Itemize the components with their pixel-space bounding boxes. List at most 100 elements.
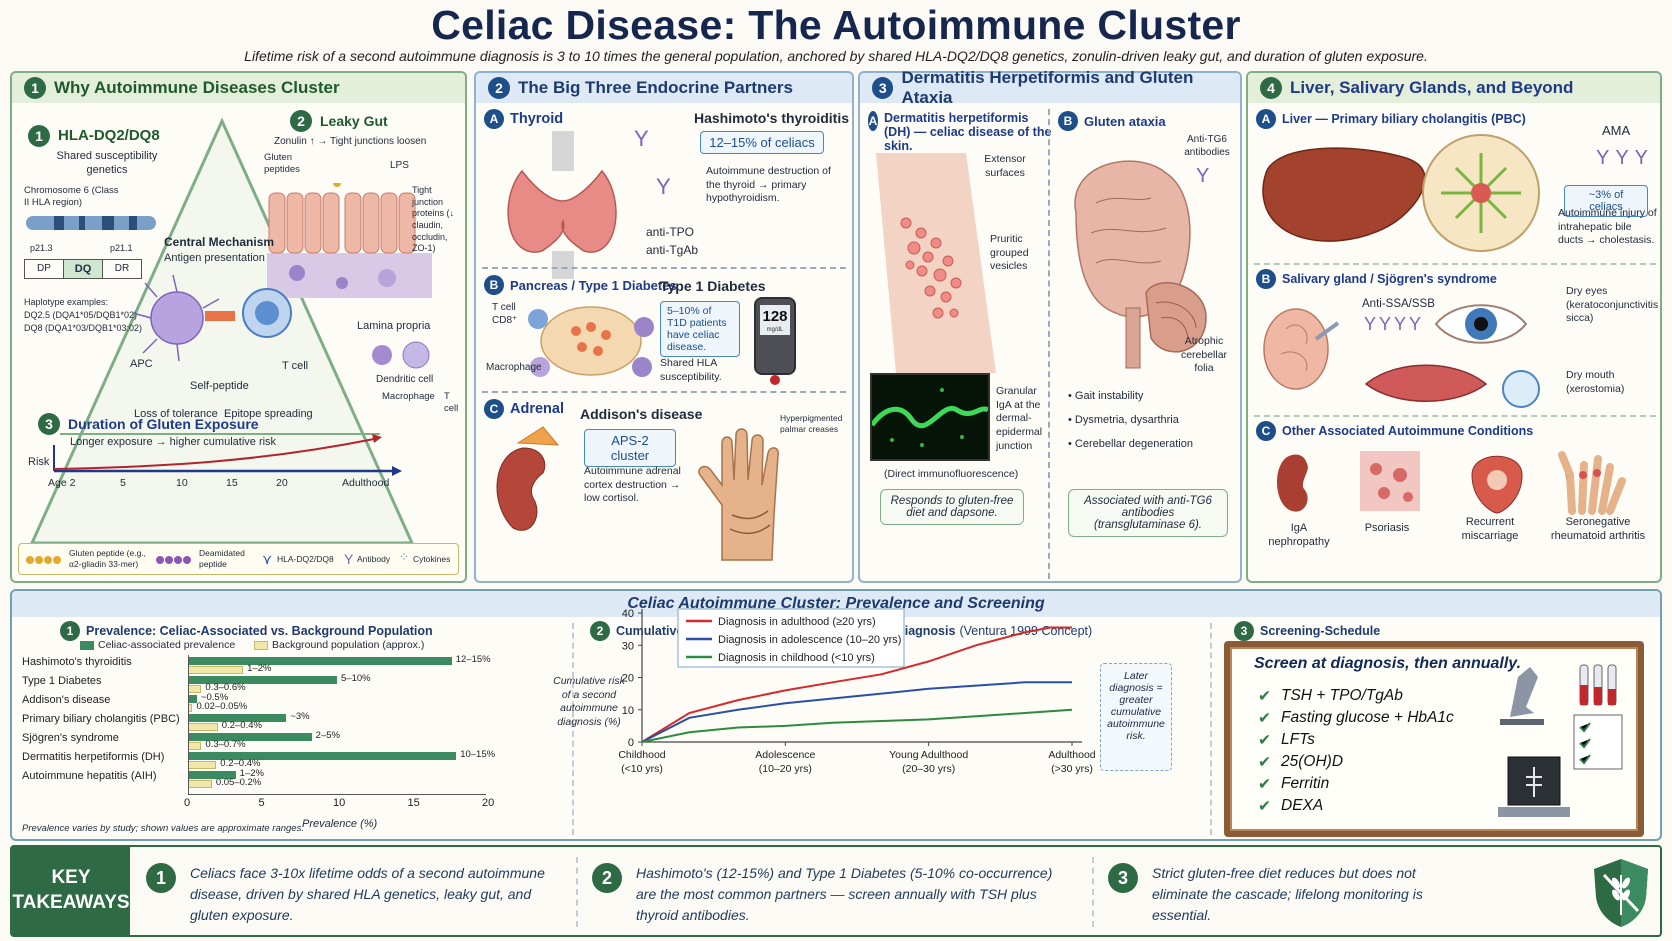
bar-category-label: Autoimmune hepatitis (AIH): [22, 770, 157, 782]
apc-tcell-icon: [132, 274, 292, 362]
antibody-icon: Y: [344, 551, 354, 567]
series-line: [641, 626, 1072, 743]
lab-equipment-icons: [1498, 664, 1623, 817]
check-icon: ✔: [1258, 797, 1271, 815]
bar-value-label: 0.2–0.4%: [221, 720, 262, 731]
takeaway-number: 3: [1108, 863, 1138, 893]
antibody-icon: Y: [656, 174, 671, 199]
screening-item: ✔LFTs: [1258, 731, 1315, 749]
glucose-meter-icon: 128 mg/dL: [754, 297, 796, 385]
duration-risk-chart: [53, 434, 402, 476]
y-tick-label: 0: [628, 737, 634, 749]
bar-celiac: [188, 733, 312, 741]
bar-value-label: 10–15%: [460, 749, 496, 760]
legend-label: Diagnosis in adulthood (≥20 yrs): [718, 616, 876, 628]
hla-desc: Shared susceptibility genetics: [56, 150, 158, 177]
screening-item: ✔Ferritin: [1258, 775, 1330, 793]
y-tick-label: 10: [622, 705, 634, 717]
bar-celiac: [188, 676, 337, 684]
bar-celiac: [188, 695, 197, 703]
x-tick-label: 5: [258, 797, 265, 809]
bar-category-label: Dermatitis herpetiformis (DH): [22, 751, 165, 763]
hla-icon: ⋎: [262, 551, 273, 567]
later-diagnosis-note: Later diagnosis = greater cumulative aut…: [1100, 663, 1172, 771]
bar-category-label: Sjögren's syndrome: [22, 732, 119, 744]
y-axis: [188, 655, 189, 794]
page-subtitle: Lifetime risk of a second autoimmune dia…: [244, 48, 1428, 64]
x-tick-label: 15: [407, 797, 420, 809]
legend-label: Diagnosis in adolescence (10–20 yrs): [718, 634, 901, 646]
screening-board: Screen at diagnosis, then annually. ✔TSH…: [1224, 641, 1644, 837]
y-tick-label: 20: [622, 673, 634, 685]
bar-value-label: 0.05–0.2%: [215, 777, 262, 788]
immunofluorescence-image: [870, 373, 990, 461]
x-tick-sublabel: (10–20 yrs): [759, 763, 812, 775]
cytokines-icon: ⁘: [399, 550, 410, 564]
bar-value-label: ~3%: [290, 711, 310, 722]
x-tick-label: Childhood: [618, 749, 665, 761]
takeaway-number: 2: [592, 863, 622, 893]
thyroid-icon: [507, 131, 617, 279]
bar-celiac: [188, 714, 287, 722]
x-tick-sublabel: (>30 yrs): [1051, 763, 1093, 775]
bar-value-label: 0.3–0.7%: [205, 739, 246, 750]
x-tick-label: 10: [333, 797, 346, 809]
screening-list: ✔TSH + TPO/TgAb ✔Fasting glucose + HbA1c…: [1258, 685, 1454, 817]
chrom-label: Chromosome 6 (Class II HLA region): [24, 185, 119, 209]
legend-swatch-background: [254, 641, 268, 650]
bar-category-label: Primary biliary cholangitis (PBC): [22, 713, 180, 725]
key-takeaways-bar: KEY TAKEAWAYS 1 Celiacs face 3-10x lifet…: [10, 845, 1662, 937]
antibody-icon: Y: [1196, 165, 1210, 187]
shield-wheat-icon: [1594, 859, 1648, 927]
chromosome-icon: [26, 216, 156, 230]
bar-category-label: Type 1 Diabetes: [22, 675, 102, 687]
bar-value-label: 1–2%: [239, 768, 264, 779]
x-tick-label: 20: [482, 797, 495, 809]
hla-gene-map: DP DQ DR: [24, 259, 142, 279]
skin-vesicles-icon: [876, 153, 996, 373]
legend-swatch-celiac: [80, 641, 94, 650]
check-icon: ✔: [1258, 775, 1271, 793]
x-tick-label: 0: [184, 797, 191, 809]
dendritic-cell-icon: [372, 341, 430, 369]
screening-item: ✔25(OH)D: [1258, 753, 1344, 771]
bar-celiac: [188, 752, 457, 760]
check-icon: ✔: [1258, 709, 1271, 727]
bar-value-label: 5–10%: [341, 673, 371, 684]
check-icon: ✔: [1258, 731, 1271, 749]
y-tick-label: 30: [622, 640, 634, 652]
y-tick-label: 40: [622, 608, 634, 620]
panel-prevalence-screening: Celiac Autoimmune Cluster: Prevalence an…: [10, 589, 1662, 841]
check-icon: ✔: [1258, 753, 1271, 771]
antibody-icon: Y: [634, 126, 649, 151]
x-tick-label: Adolescence: [755, 749, 815, 761]
x-axis: [188, 794, 486, 795]
bar-category-label: Addison's disease: [22, 694, 111, 706]
takeaway-2: Hashimoto's (12-15%) and Type 1 Diabetes…: [636, 865, 1053, 923]
gut-epithelium-icon: [267, 183, 432, 298]
liver-bile-duct-icon: [1262, 134, 1540, 252]
series-line: [641, 681, 1072, 743]
mechanism-legend: Gluten peptide (e.g., α2-gliadin 33-mer)…: [18, 543, 459, 575]
x-tick-label: Adulthood: [1048, 749, 1095, 761]
antibody-icons: YYYY: [1364, 314, 1425, 334]
takeaway-1: Celiacs face 3-10x lifetime odds of a se…: [190, 865, 545, 923]
x-tick-label: Young Adulthood: [889, 749, 968, 761]
takeaway-number: 1: [146, 863, 176, 893]
bar-value-label: 12–15%: [455, 654, 491, 665]
screening-item: ✔TSH + TPO/TgAb: [1258, 687, 1403, 705]
legend-label: Diagnosis in childhood (<10 yrs): [718, 652, 875, 664]
series-line: [641, 708, 1073, 743]
screening-item: ✔DEXA: [1258, 797, 1324, 815]
